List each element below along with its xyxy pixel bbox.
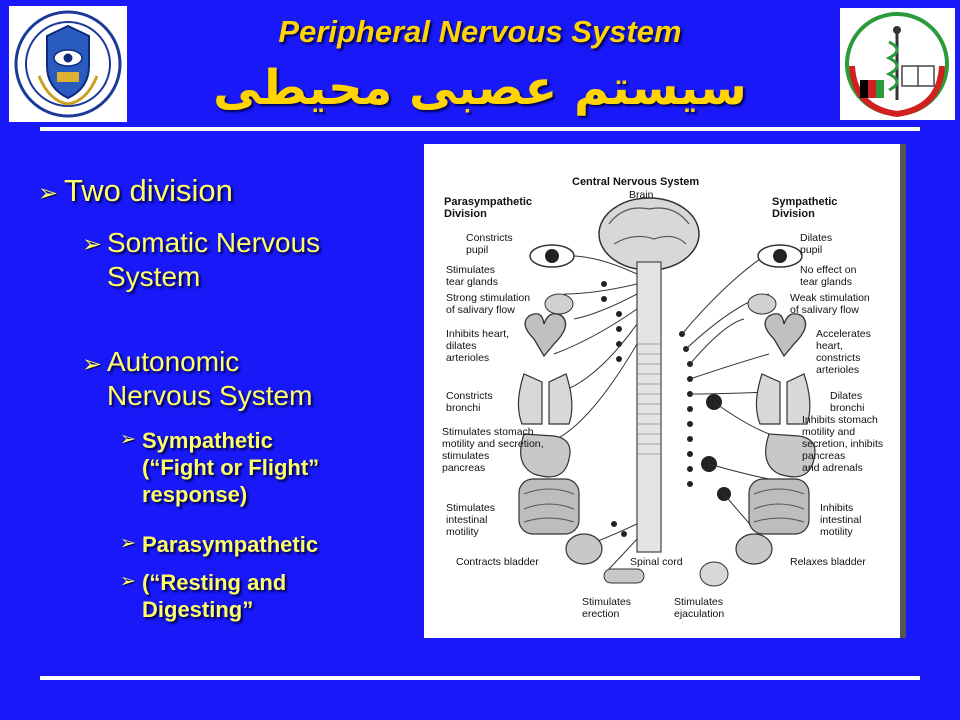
spinal-cord-shape xyxy=(636,261,662,553)
label-stimulates-erection: Stimulates erection xyxy=(582,596,632,620)
label-dilates-bronchi: Dilates bronchi xyxy=(830,390,865,414)
diagram-symp-title: Sympathetic Division xyxy=(772,196,838,220)
label-inhibits-heart: Inhibits heart, dilates arterioles xyxy=(446,328,510,364)
diagram-brain-label: Brain xyxy=(629,189,654,201)
bullet-resting-digesting: (“Resting and Digesting” xyxy=(142,570,287,622)
bullet-arrow-icon: ➢ xyxy=(120,571,136,592)
label-stimulates-intestinal: Stimulates intestinal motility xyxy=(446,502,496,538)
caduceus-seal-icon xyxy=(840,8,955,120)
autonomic-nervous-system-diagram: Central Nervous System Brain Parasympath… xyxy=(424,144,906,638)
label-relaxes-bladder: Relaxes bladder xyxy=(790,556,866,568)
eye-left-shape xyxy=(529,244,575,268)
label-inhibits-stomach: Inhibits stomach motility and secretion,… xyxy=(802,414,884,474)
bullet-parasympathetic: Parasympathetic xyxy=(142,532,319,557)
label-no-effect-tear: No effect on tear glands xyxy=(800,264,857,288)
label-inhibits-intestinal: Inhibits intestinal motility xyxy=(820,502,862,538)
diagram-header: Central Nervous System xyxy=(572,176,700,188)
bullet-somatic: Somatic Nervous System xyxy=(107,227,321,292)
label-weak-salivary: Weak stimulation of salivary flow xyxy=(790,292,870,316)
label-stimulates-tear: Stimulates tear glands xyxy=(446,264,498,288)
university-logo xyxy=(9,6,127,122)
bullet-arrow-icon: ➢ xyxy=(120,533,136,554)
label-constricts-pupil: Constricts pupil xyxy=(466,232,513,256)
seal-icon xyxy=(9,6,127,122)
label-accelerates-heart: Accelerates heart, constricts arterioles xyxy=(816,328,871,376)
slide-title-persian: سیستم عصبی محیطی xyxy=(213,60,747,116)
slide-title: Peripheral Nervous System xyxy=(278,14,682,49)
label-constricts-bronchi: Constricts bronchi xyxy=(446,390,493,414)
bottom-divider xyxy=(40,676,920,680)
bullet-sympathetic: Sympathetic (“Fight or Flight” response) xyxy=(142,428,320,507)
top-divider xyxy=(40,127,920,131)
bullet-autonomic: Autonomic Nervous System xyxy=(107,346,313,411)
label-stimulates-stomach: Stimulates stomach motility and secretio… xyxy=(442,426,544,474)
diagram-illustration xyxy=(517,144,906,638)
medical-faculty-logo xyxy=(840,8,955,120)
label-spinal-cord: Spinal cord xyxy=(630,556,683,568)
bullet-two-division: Two division xyxy=(64,173,233,208)
label-strong-salivary: Strong stimulation of salivary flow xyxy=(446,292,531,316)
bullet-arrow-icon: ➢ xyxy=(38,180,59,207)
eye-right-shape xyxy=(757,244,803,268)
diagram-para-title: Parasympathetic Division xyxy=(444,196,533,220)
label-dilates-pupil: Dilates pupil xyxy=(800,232,833,256)
bullet-arrow-icon: ➢ xyxy=(120,429,136,450)
label-contracts-bladder: Contracts bladder xyxy=(456,556,539,568)
bullet-arrow-icon: ➢ xyxy=(82,231,103,258)
bullet-arrow-icon: ➢ xyxy=(82,351,103,378)
label-stimulates-ejaculation: Stimulates ejaculation xyxy=(674,596,725,620)
